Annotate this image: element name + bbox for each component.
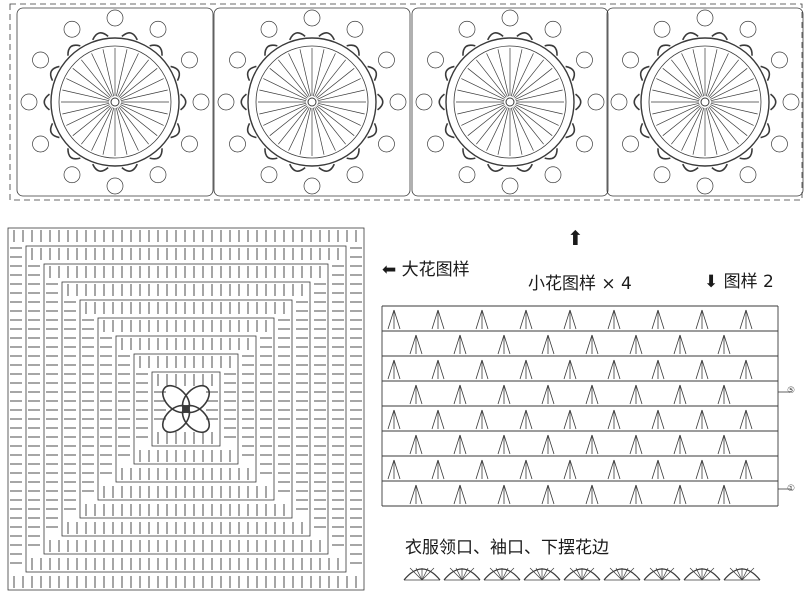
- medallion-motif: [16, 7, 214, 197]
- trim-title: 衣服领口、袖口、下摆花边: [405, 538, 609, 558]
- small-flower-label: 小花图样 × 4: [528, 274, 632, 294]
- pattern2-label: ⬇ 图样 2: [704, 272, 774, 292]
- trim-fan-row: [403, 567, 761, 581]
- medallion-motif: [606, 7, 804, 197]
- medallion-strip: [9, 3, 804, 201]
- medallion-motif: [213, 7, 411, 197]
- medallion-motif: [411, 7, 609, 197]
- up-arrow-icon: ⬆: [567, 226, 584, 250]
- big-flower-square: [7, 227, 365, 591]
- row-marker-upper: ⑤: [787, 386, 796, 396]
- row-marker-lower: ①: [787, 484, 796, 494]
- big-flower-label: ⬅ 大花图样: [382, 260, 470, 280]
- pattern2-grid: [381, 305, 790, 507]
